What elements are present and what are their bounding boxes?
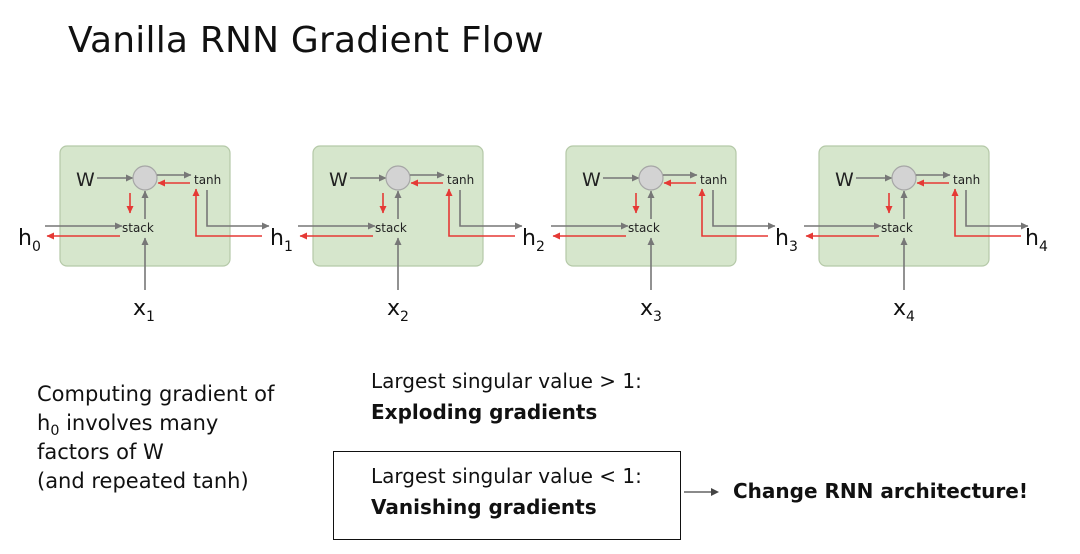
tanh-label: tanh	[447, 173, 474, 187]
multiply-node	[891, 165, 917, 191]
multiply-node	[385, 165, 411, 191]
exploding-case: Largest singular value > 1: Exploding gr…	[371, 366, 642, 428]
input-label-2: x2	[387, 296, 409, 325]
vanishing-result: Vanishing gradients	[371, 495, 597, 519]
arrow-right-icon	[684, 488, 719, 496]
input-label-4: x4	[893, 296, 915, 325]
tanh-label: tanh	[194, 173, 221, 187]
tanh-label: tanh	[953, 173, 980, 187]
vanishing-case: Largest singular value < 1: Vanishing gr…	[371, 461, 642, 523]
tanh-to-hnext-arrow	[965, 190, 1029, 230]
note-line-2-rest: involves many	[59, 411, 219, 435]
slide-title: Vanilla RNN Gradient Flow	[68, 20, 544, 61]
grad-hnext-to-tanh-arrow	[698, 188, 768, 237]
weight-label: W	[835, 169, 854, 191]
multiply-node	[132, 165, 158, 191]
note-line-2: h0 involves many	[37, 409, 274, 438]
vanishing-condition: Largest singular value < 1:	[371, 464, 642, 488]
grad-hnext-to-tanh-arrow	[951, 188, 1021, 237]
grad-hnext-to-tanh-arrow	[445, 188, 515, 237]
note-h-var: h	[37, 411, 51, 435]
tanh-to-hnext-arrow	[712, 190, 776, 230]
hidden-state-label-4: h4	[1025, 226, 1048, 255]
tanh-label: tanh	[700, 173, 727, 187]
stack-label: stack	[122, 221, 154, 235]
hidden-state-label-2: h2	[522, 226, 545, 255]
weight-label: W	[76, 169, 95, 191]
note-line-3: factors of W	[37, 440, 164, 464]
tanh-to-hnext-arrow	[459, 190, 523, 230]
exploding-condition: Largest singular value > 1:	[371, 369, 642, 393]
stack-label: stack	[628, 221, 660, 235]
note-line-4: (and repeated tanh)	[37, 469, 249, 493]
hidden-state-label-0: h0	[18, 226, 41, 255]
stack-label: stack	[881, 221, 913, 235]
remedy-text: Change RNN architecture!	[733, 479, 1028, 503]
note-h-sub: 0	[50, 422, 60, 439]
stack-label: stack	[375, 221, 407, 235]
exploding-result: Exploding gradients	[371, 400, 598, 424]
hidden-state-label-1: h1	[270, 226, 293, 255]
multiply-node	[638, 165, 664, 191]
weight-label: W	[582, 169, 601, 191]
gradient-explanation: Computing gradient of h0 involves many f…	[37, 380, 274, 496]
grad-hnext-to-tanh-arrow	[192, 188, 262, 237]
vanishing-highlight-box	[333, 451, 681, 540]
note-line-1: Computing gradient of	[37, 382, 275, 406]
weight-label: W	[329, 169, 348, 191]
input-label-1: x1	[133, 296, 155, 325]
hidden-state-label-3: h3	[775, 226, 798, 255]
input-label-3: x3	[640, 296, 662, 325]
tanh-to-hnext-arrow	[206, 190, 270, 230]
